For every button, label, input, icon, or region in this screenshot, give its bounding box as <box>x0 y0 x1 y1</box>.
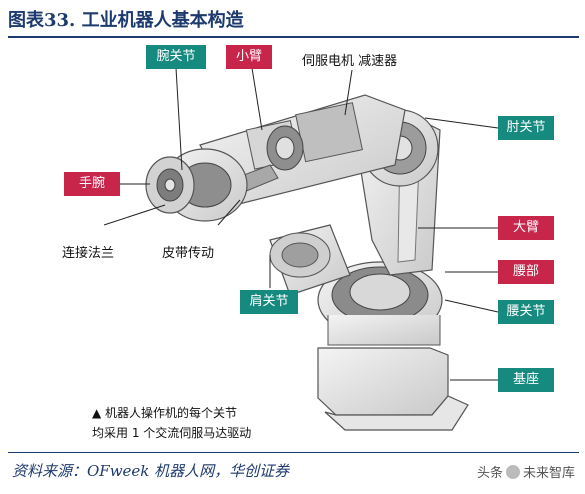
wrist-tag: 手腕 <box>64 172 120 196</box>
wrist-joint-tag: 腕关节 <box>146 45 206 69</box>
connecting-flange-label: 连接法兰 <box>62 246 115 261</box>
source-citation: 资料来源：OFweek 机器人网，华创证券 <box>12 462 290 480</box>
watermark-prefix: 头条 <box>476 466 503 481</box>
forearm-tag: 小臂 <box>226 45 272 69</box>
upper-arm-tag: 大臂 <box>498 216 554 240</box>
figure-title: 图表33. 工业机器人基本构造 <box>8 10 244 31</box>
base-tag: 基座 <box>498 368 554 392</box>
servo-motor-reducer-label: 伺服电机 减速器 <box>302 54 398 69</box>
motor-note: ▲ 机器人操作机的每个关节 均采用 1 个交流伺服马达驱动 <box>92 403 251 443</box>
elbow-joint-tag: 肘关节 <box>498 116 554 140</box>
waist-tag: 腰部 <box>498 260 554 284</box>
motor-note-line2: 均采用 1 个交流伺服马达驱动 <box>92 426 252 440</box>
waist-joint-tag: 腰关节 <box>498 300 554 324</box>
watermark-name: 未来智库 <box>522 466 575 481</box>
belt-drive-label: 皮带传动 <box>162 246 215 261</box>
watermark: 头条 未来智库 <box>477 462 575 481</box>
title-rule <box>8 36 579 38</box>
watermark-logo-icon <box>505 465 520 479</box>
motor-note-line1: ▲ 机器人操作机的每个关节 <box>92 406 238 420</box>
shoulder-joint-tag: 肩关节 <box>240 290 298 314</box>
source-rule <box>8 452 579 453</box>
base-shape <box>317 347 449 416</box>
